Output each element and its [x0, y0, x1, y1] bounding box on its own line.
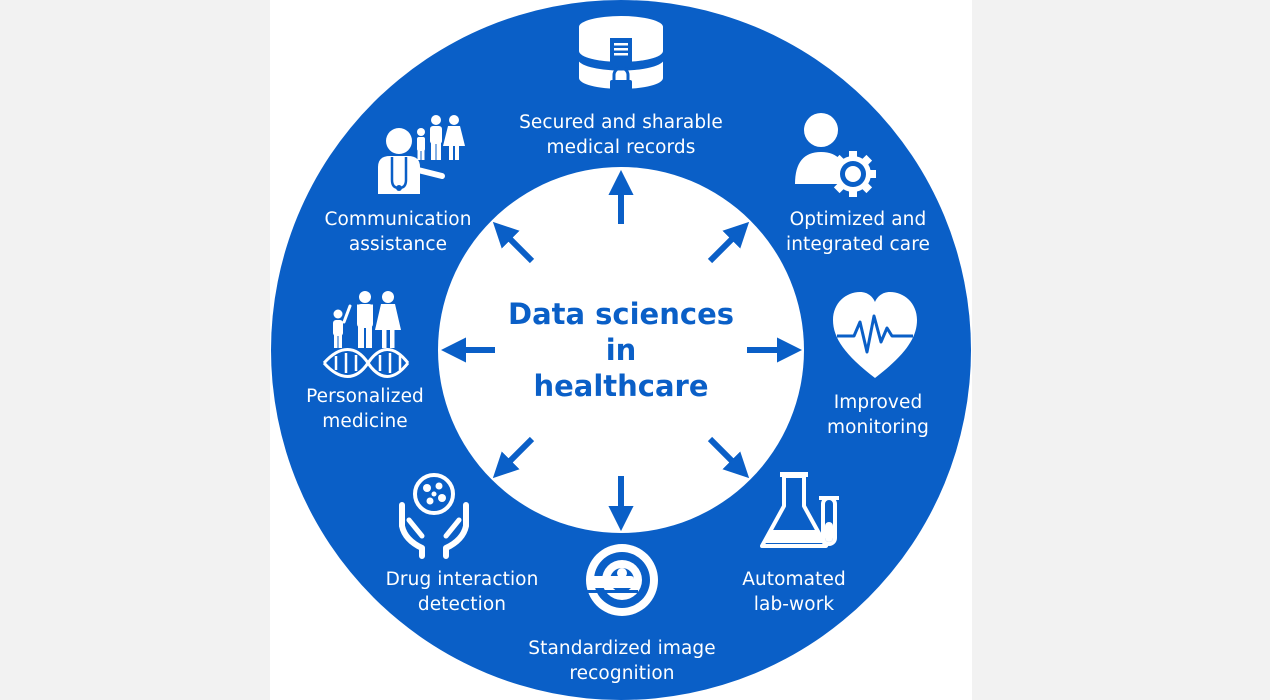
arrow-drug	[492, 436, 535, 479]
label-secured-records-line-1: Secured and sharable	[519, 112, 723, 133]
label-image-recognition: Standardized image recognition	[528, 636, 715, 686]
diagram-graphic	[271, 0, 971, 700]
label-personalized-medicine-line-1: Personalized	[306, 386, 424, 407]
label-improved-monitoring-line-2: monitoring	[827, 417, 929, 438]
label-personalized-medicine-line-2: medicine	[322, 411, 408, 432]
label-automated-lab-work-line-2: lab-work	[753, 594, 835, 615]
arrow-communication	[492, 221, 535, 264]
center-title-line-2: in	[605, 333, 637, 367]
arrow-lab	[707, 436, 750, 479]
family-dna-icon	[322, 291, 410, 378]
label-drug-interaction: Drug interaction detection	[386, 567, 539, 617]
label-image-recognition-line-1: Standardized image	[528, 638, 716, 659]
label-drug-interaction-line-2: detection	[417, 594, 507, 615]
secure-database-icon	[577, 16, 665, 96]
label-optimized-care: Optimized and integrated care	[786, 207, 930, 257]
diagram-canvas: Data sciences in healthcare Secured and …	[270, 0, 972, 700]
mri-scanner-icon	[586, 544, 658, 616]
center-title-line-3: healthcare	[533, 369, 709, 403]
arrow-care	[707, 221, 750, 264]
heart-pulse-icon	[833, 292, 917, 378]
label-automated-lab-work-line-1: Automated	[742, 569, 846, 590]
label-optimized-care-line-2: integrated care	[785, 234, 931, 255]
label-communication-assistance: Communication assistance	[324, 207, 471, 257]
label-improved-monitoring: Improved monitoring	[827, 390, 929, 440]
label-drug-interaction-line-1: Drug interaction	[385, 569, 539, 590]
user-gear-icon	[795, 113, 876, 197]
label-personalized-medicine: Personalized medicine	[306, 384, 424, 434]
label-communication-assistance-line-2: assistance	[348, 234, 448, 255]
lab-flask-icon	[760, 472, 839, 548]
center-title-line-1: Data sciences	[508, 297, 734, 331]
label-communication-assistance-line-1: Communication	[324, 209, 472, 230]
arrows	[440, 169, 803, 532]
center-title: Data sciences in healthcare	[508, 296, 734, 404]
hands-pill-icon	[399, 473, 469, 559]
label-automated-lab-work: Automated lab-work	[742, 567, 846, 617]
doctor-family-icon	[378, 115, 465, 194]
label-optimized-care-line-1: Optimized and	[789, 209, 927, 230]
label-improved-monitoring-line-1: Improved	[833, 392, 923, 413]
label-image-recognition-line-2: recognition	[569, 663, 675, 684]
label-secured-records-line-2: medical records	[546, 137, 696, 158]
label-secured-records: Secured and sharable medical records	[519, 110, 723, 160]
